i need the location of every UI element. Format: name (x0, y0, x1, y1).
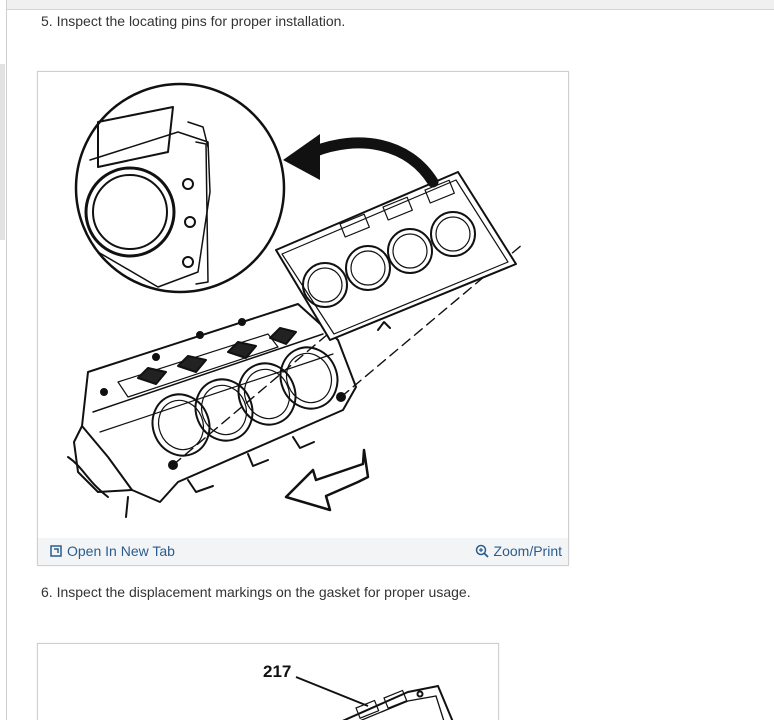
zoom-print-link[interactable]: Zoom/Print (475, 543, 562, 559)
detail-magnifier-circle (74, 82, 286, 294)
curved-arrow (307, 137, 439, 188)
step-5-text: 5. Inspect the locating pins for proper … (41, 13, 346, 29)
head-gasket-drawing (275, 171, 517, 341)
figure-toolbar: Open In New Tab Zoom/Print (38, 538, 568, 565)
left-border (6, 0, 7, 720)
engine-gasket-diagram (67, 82, 524, 518)
step-6-text: 6. Inspect the displacement markings on … (41, 584, 471, 600)
zoom-print-label: Zoom/Print (493, 543, 562, 559)
callout-label: 217 (263, 662, 292, 681)
direction-arrow (284, 448, 370, 512)
zoom-in-icon (475, 544, 489, 558)
gasket-markings-diagram (295, 676, 454, 720)
open-in-new-tab-label: Open In New Tab (67, 543, 175, 559)
top-toolbar (6, 0, 774, 10)
open-in-new-tab-link[interactable]: Open In New Tab (50, 543, 175, 559)
figure-displacement-markings: 217 (37, 643, 499, 720)
figure-locating-pins: Open In New Tab Zoom/Print (37, 71, 569, 566)
open-in-new-tab-icon (50, 545, 62, 557)
scrollbar-thumb[interactable] (0, 64, 5, 240)
engine-block-drawing (67, 303, 357, 518)
